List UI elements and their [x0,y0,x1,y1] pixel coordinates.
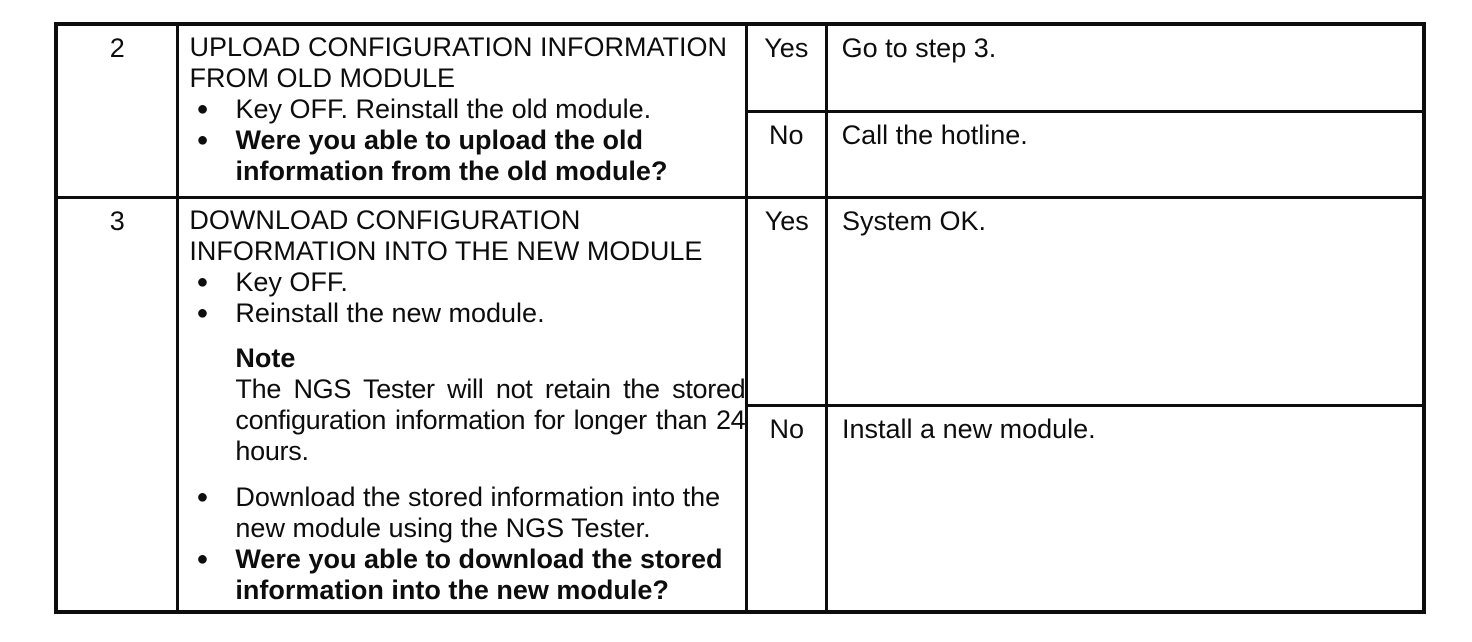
bullet-text: Reinstall the new module. [235,298,545,328]
result-yes-label: Yes [764,206,809,236]
bullet-icon: ● [196,302,209,324]
bullet-question-text: Were you able to upload the old informat… [235,125,668,186]
result-column: Yes No [745,199,826,611]
test-step-cell: DOWNLOAD CONFIGURATION INFORMATION INTO … [176,199,746,610]
action-column: System OK. Install a new module. [825,199,1422,610]
bullet-item: ● Reinstall the new module. [189,298,745,329]
bullet-item: ● Key OFF. Reinstall the old module. [189,94,745,125]
result-yes-label: Yes [764,33,809,63]
result-no-cell: No [747,110,825,196]
step-number: 2 [109,33,125,63]
result-column: Yes No [744,26,825,196]
action-yes-text: Go to step 3. [841,33,997,63]
note-text: The NGS Tester will not retain the store… [235,374,746,466]
bullet-question-text: Were you able to download the stored inf… [235,544,723,605]
step-cell: 3 [58,199,176,610]
bullet-item: ● Download the stored information into t… [189,482,745,544]
action-column: Go to step 3. Call the hotline. [824,26,1422,196]
action-yes-text: System OK. [842,206,987,236]
action-yes-cell: System OK. [828,199,1422,404]
result-no-cell: No [748,403,826,611]
action-no-cell: Install a new module. [828,403,1422,611]
step-cell: 2 [58,26,176,196]
bullet-icon: ● [196,98,209,120]
action-yes-cell: Go to step 3. [828,26,1422,110]
table-row-step-3: 3 DOWNLOAD CONFIGURATION INFORMATION INT… [58,196,1422,610]
pinpoint-test-table: 2 UPLOAD CONFIGURATION INFORMATION FROM … [54,22,1426,614]
bullet-text: Download the stored information into the… [235,482,721,543]
test-step-cell: UPLOAD CONFIGURATION INFORMATION FROM OL… [176,26,745,196]
step-number: 3 [109,206,125,236]
test-step-title: UPLOAD CONFIGURATION INFORMATION FROM OL… [189,32,727,93]
result-yes-cell: Yes [748,26,825,110]
bullet-item-question: ● Were you able to download the stored i… [189,544,745,606]
result-no-label: No [769,120,804,150]
action-no-text: Call the hotline. [841,120,1028,150]
bullet-icon: ● [196,129,209,151]
bullet-text: Key OFF. [235,267,348,297]
result-yes-cell: Yes [748,199,825,404]
action-no-text: Install a new module. [842,413,1096,444]
bullet-text: Key OFF. Reinstall the old module. [235,94,652,124]
bullet-item: ● Key OFF. [189,267,745,298]
bullet-icon: ● [196,548,209,570]
note-heading: Note [235,343,296,373]
bullet-icon: ● [196,271,209,293]
action-no-cell: Call the hotline. [827,110,1422,196]
result-no-label: No [769,413,804,444]
bullet-item-question: ● Were you able to upload the old inform… [189,125,745,187]
table-row-step-2: 2 UPLOAD CONFIGURATION INFORMATION FROM … [58,26,1422,196]
test-step-title: DOWNLOAD CONFIGURATION INFORMATION INTO … [189,205,703,266]
bullet-icon: ● [196,486,209,508]
